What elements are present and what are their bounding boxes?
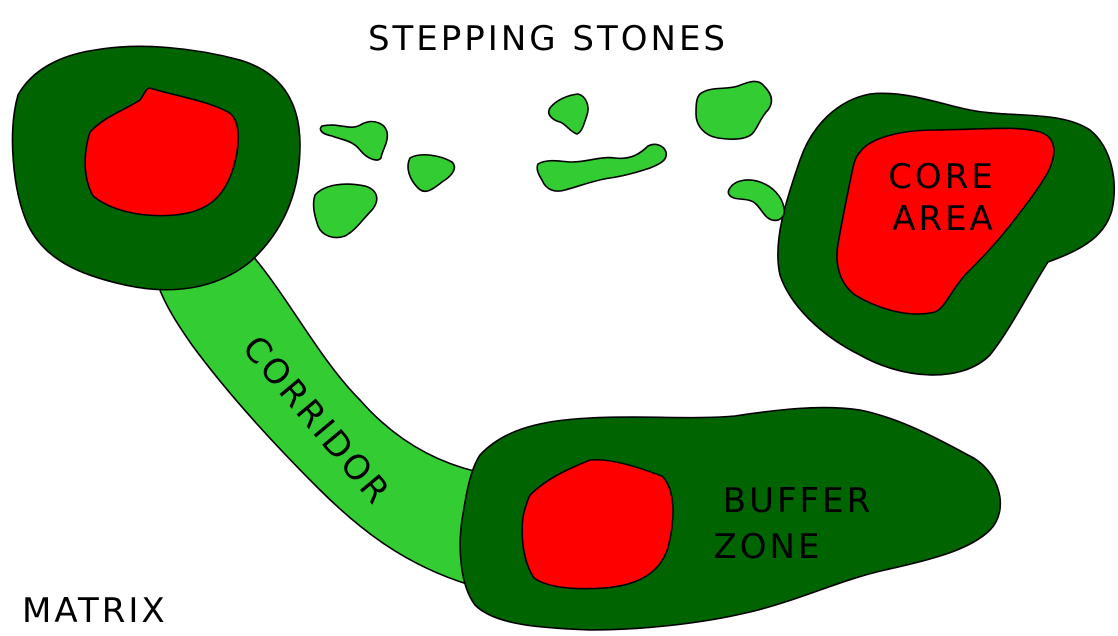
buffer-zone-label-line1: BUFFER (723, 481, 873, 521)
stepping-stones (314, 81, 785, 237)
stepping-stones-label: STEPPING STONES (368, 19, 728, 59)
stepping-stone-7 (728, 180, 784, 220)
stepping-stone-1 (320, 122, 387, 160)
buffer-zone-label-line2: ZONE (714, 527, 823, 567)
matrix-label: MATRIX (22, 591, 168, 631)
stepping-stone-2 (408, 155, 454, 192)
core-area-label-line1: CORE (888, 157, 996, 197)
stepping-stone-4 (549, 94, 588, 134)
stepping-stone-6 (696, 81, 771, 139)
core-area-label-line2: AREA (892, 199, 996, 239)
stepping-stone-3 (314, 184, 377, 237)
stepping-stone-5 (537, 144, 666, 191)
